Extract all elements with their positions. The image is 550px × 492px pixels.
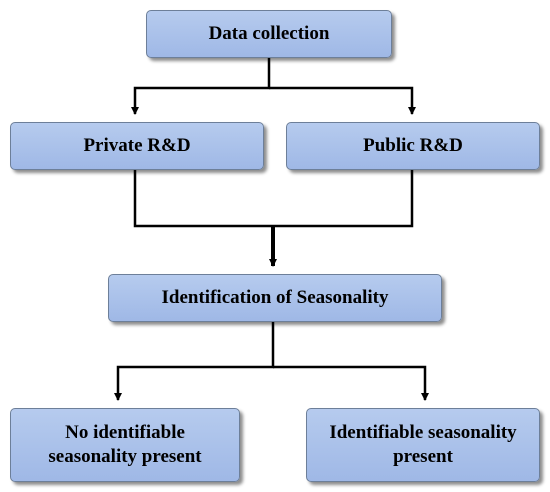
node-public-rd: Public R&D (286, 122, 540, 170)
connector-data-to-private (131, 58, 271, 115)
node-public-rd-label: Public R&D (363, 135, 463, 157)
connector-identification-to-none (114, 322, 275, 401)
connector-private-merge (133, 170, 414, 228)
node-identification-label: Identification of Seasonality (161, 287, 389, 309)
connector-data-to-public (269, 86, 416, 115)
node-data-collection-label: Data collection (208, 23, 330, 45)
node-private-rd: Private R&D (10, 122, 264, 170)
node-data-collection: Data collection (146, 10, 392, 58)
node-identification-of-seasonality: Identification of Seasonality (108, 274, 442, 322)
connector-identification-to-present (273, 365, 429, 401)
node-identifiable-seasonality-present: Identifiable seasonality present (306, 408, 540, 482)
node-no-identifiable-seasonality: No identifiable seasonality present (10, 408, 240, 482)
node-seasonality-present-label: Identifiable seasonality present (329, 422, 517, 467)
node-no-seasonality-label: No identifiable seasonality present (48, 422, 202, 467)
node-private-rd-label: Private R&D (83, 135, 191, 157)
